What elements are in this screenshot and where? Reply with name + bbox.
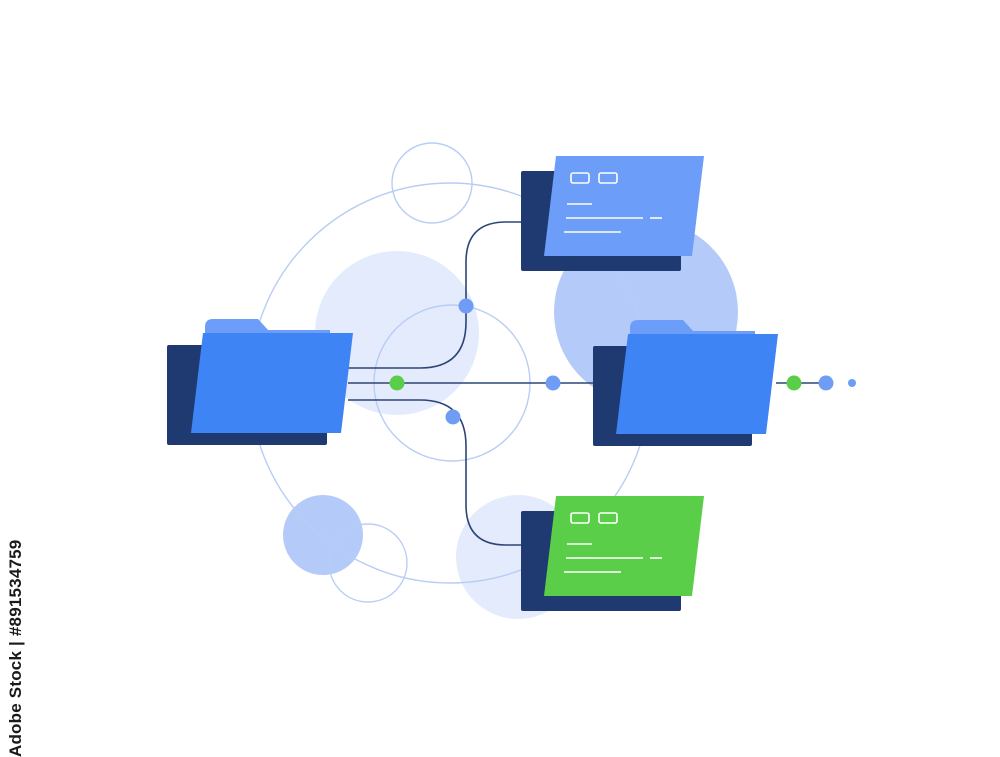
connector-to-document-blue: [348, 221, 530, 369]
node-blue-tail: [848, 379, 856, 387]
ring-bottom-left: [328, 523, 408, 603]
document-blue-icon: [521, 156, 704, 271]
connector-to-document-green: [348, 399, 530, 546]
node-green-center: [389, 375, 405, 391]
ring-top: [391, 142, 473, 224]
document-green-icon: [521, 496, 704, 611]
node-blue-lower: [445, 409, 461, 425]
background-circle-small: [283, 495, 363, 575]
background-circle-large: [315, 251, 479, 415]
node-green-right: [786, 375, 802, 391]
target-folder-icon: [593, 320, 778, 446]
node-blue-center: [545, 375, 561, 391]
node-blue-upper: [458, 298, 474, 314]
node-blue-right: [818, 375, 834, 391]
stock-watermark: Adobe Stock | #891534759: [6, 539, 25, 757]
source-folder-icon: [167, 319, 353, 445]
